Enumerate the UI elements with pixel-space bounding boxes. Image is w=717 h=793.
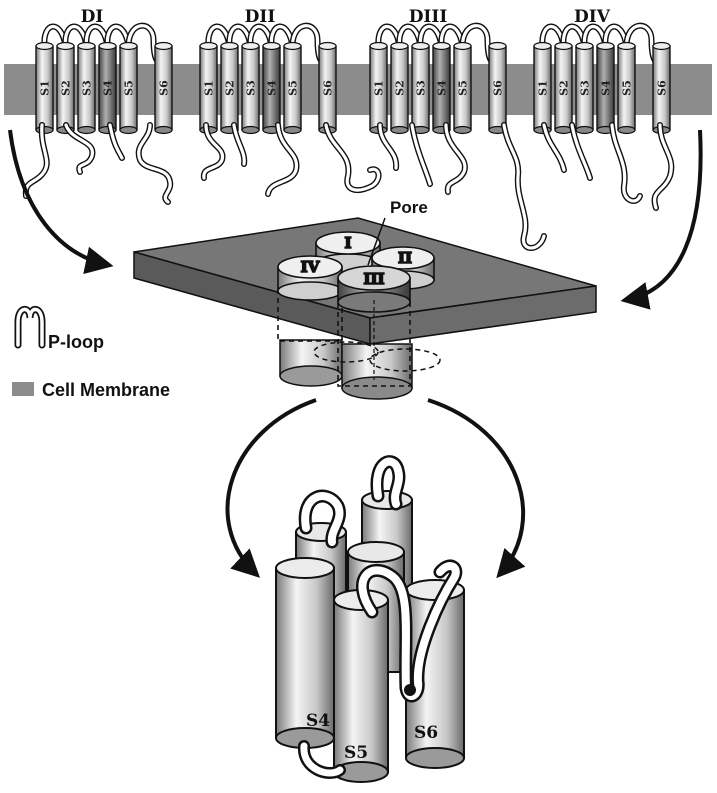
svg-text:S4: S4: [102, 80, 115, 96]
detail-label-s5: S5: [344, 743, 368, 763]
detailed-pore-module: [275, 455, 465, 783]
arrow-left-to-slab: [8, 129, 114, 275]
segment-s6-diii: S6: [488, 41, 507, 135]
svg-text:IV: IV: [301, 258, 320, 276]
segment-s3-div: S3: [575, 41, 594, 135]
pore-subunits: I II IV III: [277, 231, 435, 387]
legend: P-loop Cell Membrane: [12, 306, 170, 400]
segment-s4-div: S4: [596, 41, 615, 135]
pore-subunit-iii: III: [337, 265, 411, 387]
segment-s5-div: S5: [617, 41, 636, 135]
svg-text:S5: S5: [123, 80, 136, 96]
svg-text:S5: S5: [621, 80, 634, 96]
domain-label-di: DI: [81, 7, 104, 27]
svg-text:S3: S3: [81, 80, 94, 96]
svg-text:S6: S6: [158, 80, 171, 96]
svg-text:S6: S6: [492, 80, 505, 96]
svg-text:S5: S5: [457, 80, 470, 96]
pore-lower-cylinders: [279, 339, 441, 400]
segment-s5-di: S5: [119, 41, 138, 135]
svg-text:S2: S2: [394, 80, 407, 96]
svg-text:S4: S4: [600, 80, 613, 96]
svg-text:S3: S3: [415, 80, 428, 96]
p-loop-legend-label: P-loop: [48, 332, 104, 352]
svg-text:S2: S2: [558, 80, 571, 96]
segment-s2-div: S2: [554, 41, 573, 135]
segment-s1-div: S1: [533, 41, 552, 135]
membrane-legend-label: Cell Membrane: [42, 380, 170, 400]
segment-s2-dii: S2: [220, 41, 239, 135]
segment-s1-di: S1: [35, 41, 54, 135]
svg-text:S3: S3: [245, 80, 258, 96]
svg-text:S2: S2: [60, 80, 73, 96]
segment-s2-diii: S2: [390, 41, 409, 135]
pore-label: Pore: [390, 198, 428, 217]
segment-s3-diii: S3: [411, 41, 430, 135]
detail-label-s4: S4: [306, 711, 330, 731]
svg-text:S6: S6: [656, 80, 669, 96]
svg-text:S1: S1: [203, 80, 216, 96]
svg-text:I: I: [344, 234, 351, 252]
domain-label-diii: DIII: [409, 7, 448, 27]
svg-text:II: II: [398, 249, 412, 267]
segment-s1-dii: S1: [199, 41, 218, 135]
p-loop-legend-icon: [14, 306, 46, 349]
segment-s3-dii: S3: [241, 41, 260, 135]
detail-label-s6: S6: [414, 723, 438, 743]
svg-text:S3: S3: [579, 80, 592, 96]
pore-pointer: [367, 217, 386, 266]
svg-text:S2: S2: [224, 80, 237, 96]
arrow-left-to-detail: [225, 398, 317, 578]
svg-text:S1: S1: [537, 80, 550, 96]
domain-label-dii: DII: [245, 7, 276, 27]
membrane-legend-swatch: [12, 382, 34, 396]
segment-s6-di: S6: [154, 41, 173, 135]
segment-s4-di: S4: [98, 41, 117, 135]
segment-s6-div: S6: [652, 41, 671, 135]
svg-text:S5: S5: [287, 80, 300, 96]
segment-s4-dii: S4: [262, 41, 281, 135]
segment-s2-di: S2: [56, 41, 75, 135]
svg-text:S4: S4: [266, 80, 279, 96]
domain-label-div: DIV: [574, 7, 611, 27]
domain-labels: DI DII DIII DIV: [81, 7, 611, 27]
arrow-right-to-detail: [427, 398, 526, 579]
segment-s3-di: S3: [77, 41, 96, 135]
svg-text:S6: S6: [322, 80, 335, 96]
binding-site-dot: [404, 684, 416, 696]
segment-s4-diii: S4: [432, 41, 451, 135]
transmembrane-segments: S1 S2 S3 S4 S5 S6 S1 S2 S3 S4 S5 S6 S1 S2 S3 S4 S5 S6 S1 S2…: [35, 22, 671, 135]
segment-s1-diii: S1: [369, 41, 388, 135]
svg-text:III: III: [363, 270, 384, 288]
segment-s5-dii: S5: [283, 41, 302, 135]
arrow-right-to-slab: [620, 129, 703, 310]
intracellular-loops-inner: [24, 123, 673, 250]
svg-text:S1: S1: [39, 80, 52, 96]
svg-text:S1: S1: [373, 80, 386, 96]
segment-s6-dii: S6: [318, 41, 337, 135]
segment-s5-diii: S5: [453, 41, 472, 135]
svg-text:S4: S4: [436, 80, 449, 96]
